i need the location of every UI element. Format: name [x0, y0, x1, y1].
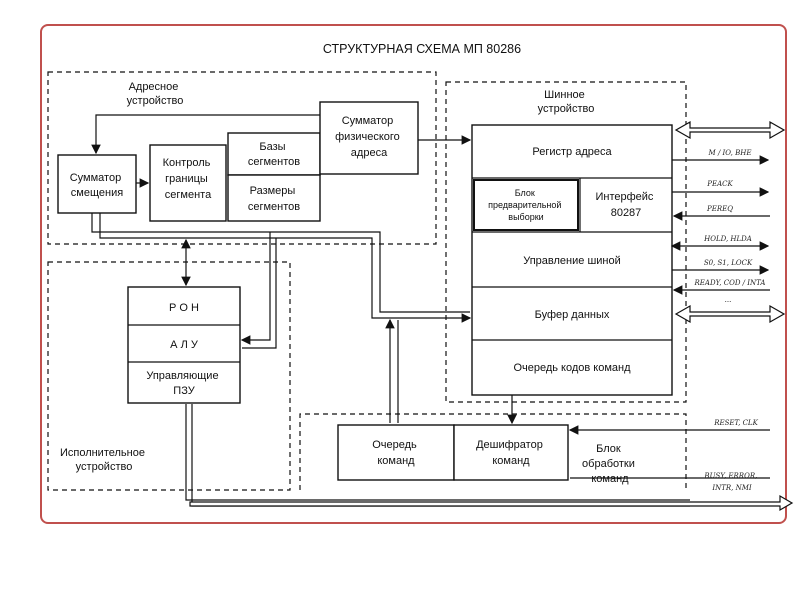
- signal-hold: HOLD, HLDA: [703, 235, 752, 243]
- control-rom-text: Управляющие ПЗУ: [146, 370, 221, 397]
- gpr-text: Р О Н: [169, 302, 199, 314]
- instruction-queue-block: [337, 424, 455, 481]
- data-buffer-text: Буфер данных: [535, 309, 610, 321]
- address-register-text: Регистр адреса: [532, 146, 612, 158]
- signal-ready: READY, COD / INTA: [694, 279, 766, 287]
- signal-s0s1: S0, S1, LOCK: [704, 259, 753, 267]
- segment-limit-text: Контроль границы сегмента: [163, 157, 214, 201]
- segment-limit-block: [149, 144, 227, 222]
- command-unit-region: [299, 413, 687, 490]
- signal-reset: RESET, CLK: [713, 419, 758, 427]
- segment-bases-block: [227, 132, 321, 176]
- bus-unit-label: Шинное устройство: [538, 89, 595, 115]
- decoder-block: [453, 424, 569, 481]
- segment-sizes-block: [227, 174, 321, 222]
- segment-sizes-text: Размеры сегментов: [248, 185, 300, 213]
- execution-unit-label: Исполнительное устройство: [60, 447, 148, 473]
- signal-pereq: PEREQ: [706, 205, 733, 213]
- physical-adder-text: Сумматор физического адреса: [335, 115, 403, 159]
- execution-stack: [127, 286, 241, 404]
- signal-peack: PEACK: [706, 180, 733, 188]
- address-unit-region: [47, 71, 437, 245]
- instruction-queue-text: Очередь команд: [372, 439, 420, 467]
- address-bus-arrow: [674, 120, 786, 140]
- control-bus-arrow: [189, 494, 794, 512]
- interface-80287-text: Интерфейс 80287: [595, 191, 656, 219]
- signal-dots: ...: [725, 296, 732, 304]
- segment-bases-text: Базы сегментов: [248, 141, 300, 168]
- offset-adder-text: Сумматор смещения: [70, 172, 125, 199]
- data-bus-arrow: [674, 304, 786, 324]
- diagram-title: СТРУКТУРНАЯ СХЕМА МП 80286: [323, 42, 521, 56]
- address-unit-label: Адресное устройство: [127, 81, 184, 107]
- signal-busy: BUSY, ERROR, INTR, NMI: [703, 472, 759, 492]
- alu-text: А Л У: [170, 339, 199, 351]
- command-queue-text: Очередь кодов команд: [513, 362, 631, 374]
- execution-unit-region: [47, 261, 291, 491]
- command-unit-label: Блок обработки команд: [582, 443, 638, 485]
- signal-mio: M / IO, BHE: [708, 149, 752, 157]
- physical-adder-block: [319, 101, 419, 175]
- offset-adder-block: [57, 154, 137, 214]
- prefetch-block-text: Блок предварительной выборки: [488, 188, 564, 222]
- bus-unit-stack: [471, 124, 673, 396]
- decoder-text: Дешифратор команд: [476, 439, 546, 467]
- bus-control-text: Управление шиной: [523, 255, 621, 267]
